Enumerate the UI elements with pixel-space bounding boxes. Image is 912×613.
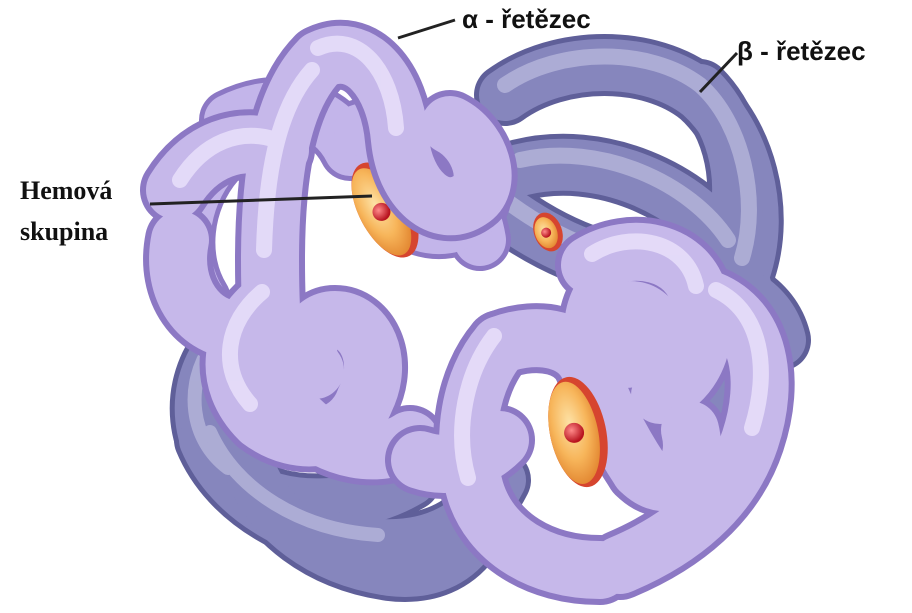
heme-group-label-line1: Hemová bbox=[20, 176, 112, 205]
alpha-chain-leader-line bbox=[398, 20, 455, 38]
beta-chain-label: β - řetězec bbox=[737, 36, 866, 66]
alpha-chain-label: α - řetězec bbox=[462, 4, 591, 34]
heme-group-label-line2: skupina bbox=[20, 217, 108, 246]
